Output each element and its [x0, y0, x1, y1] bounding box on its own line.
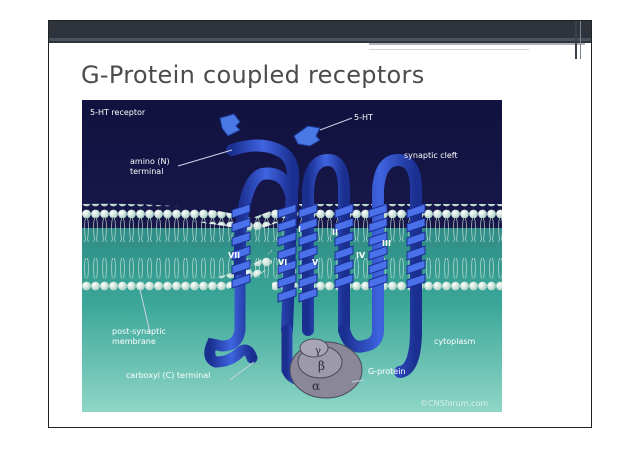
slide-title: G-Protein coupled receptors [81, 61, 425, 89]
membrane-label-line1: post-synaptic [112, 327, 166, 336]
helix-coils [231, 203, 426, 303]
membrane-label-line2: membrane [112, 337, 156, 346]
amino-terminal-label-line2: terminal [130, 167, 163, 176]
helix-label-vi: VI [278, 258, 287, 267]
g-protein-label: G-protein [368, 367, 406, 376]
slide-header-bar [49, 21, 591, 43]
beta-subunit-label: β [318, 359, 325, 373]
g-protein-complex: γ β α [289, 338, 363, 399]
gamma-subunit-label: γ [315, 346, 321, 357]
ligand-label: 5-HT [354, 113, 373, 122]
helix-label-iii: III [382, 239, 391, 248]
helix-label-ii: II [332, 228, 338, 237]
helix-label-vii: VII [228, 251, 240, 260]
credit-label: ©CNSforum.com [420, 399, 488, 408]
synaptic-cleft-label: synaptic cleft [404, 151, 458, 160]
gpcr-diagram: VII VI V I II IV III γ β α 5-HT receptor… [82, 100, 502, 412]
helix-label-v: V [312, 258, 319, 267]
helix-label-i: I [298, 225, 301, 234]
amino-terminal-label-line1: amino (N) [130, 157, 170, 166]
header-accent-vertical-thin [580, 21, 581, 59]
header-accent-line-thin [369, 49, 529, 50]
serotonin-ligand-icon [219, 113, 321, 147]
alpha-subunit-label: α [312, 379, 320, 393]
helix-label-iv: IV [356, 251, 366, 260]
header-stripe [49, 38, 591, 41]
receptor-label: 5-HT receptor [90, 108, 146, 117]
receptor-protein [204, 139, 422, 386]
cytoplasm-label: cytoplasm [434, 337, 476, 346]
header-accent-line [369, 43, 585, 45]
header-accent-vertical [575, 21, 577, 59]
carboxyl-terminal-label: carboxyl (C) terminal [126, 371, 210, 380]
